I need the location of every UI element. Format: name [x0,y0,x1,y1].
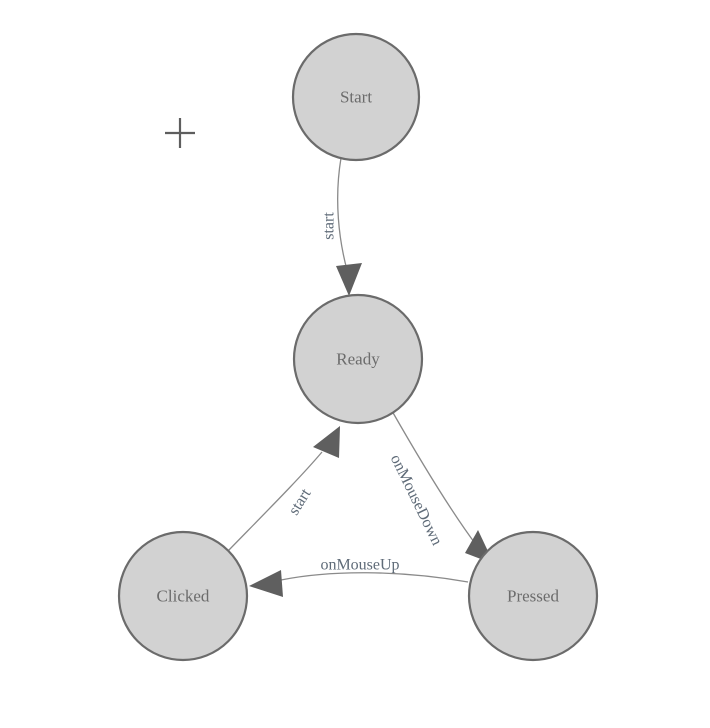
edge-path-clicked-to-ready [227,451,323,552]
node-start[interactable]: Start [291,32,421,162]
node-pressed-label: Pressed [507,587,559,606]
node-start-circle[interactable] [291,32,421,162]
edge-path-ready-to-pressed [391,410,478,547]
node-ready-label: Ready [336,350,380,369]
arrowhead-clicked-to-ready [313,426,340,458]
crosshair-icon [165,118,195,148]
edge-start-to-ready[interactable] [336,157,362,296]
node-ready-circle[interactable] [292,293,424,425]
node-clicked[interactable]: Clicked [117,530,249,662]
arrowhead-pressed-to-clicked [249,570,283,597]
node-pressed-circle[interactable] [467,530,599,662]
edge-label-clicked-to-ready: start [285,485,314,518]
node-clicked-label: Clicked [157,587,210,606]
edge-clicked-to-ready[interactable] [227,426,340,552]
node-start-label: Start [340,88,372,107]
edge-label-start-to-ready: start [321,212,338,240]
node-pressed[interactable]: Pressed [467,530,599,662]
edge-pressed-to-clicked[interactable] [249,570,469,597]
edge-label-ready-to-pressed: onMouseDown [387,452,446,548]
arrowhead-start-to-ready [336,263,362,296]
node-ready[interactable]: Ready [292,293,424,425]
edge-path-pressed-to-clicked [280,572,469,583]
edge-label-pressed-to-clicked: onMouseUp [320,557,399,574]
edge-path-start-to-ready [337,157,348,271]
node-clicked-circle[interactable] [117,530,249,662]
